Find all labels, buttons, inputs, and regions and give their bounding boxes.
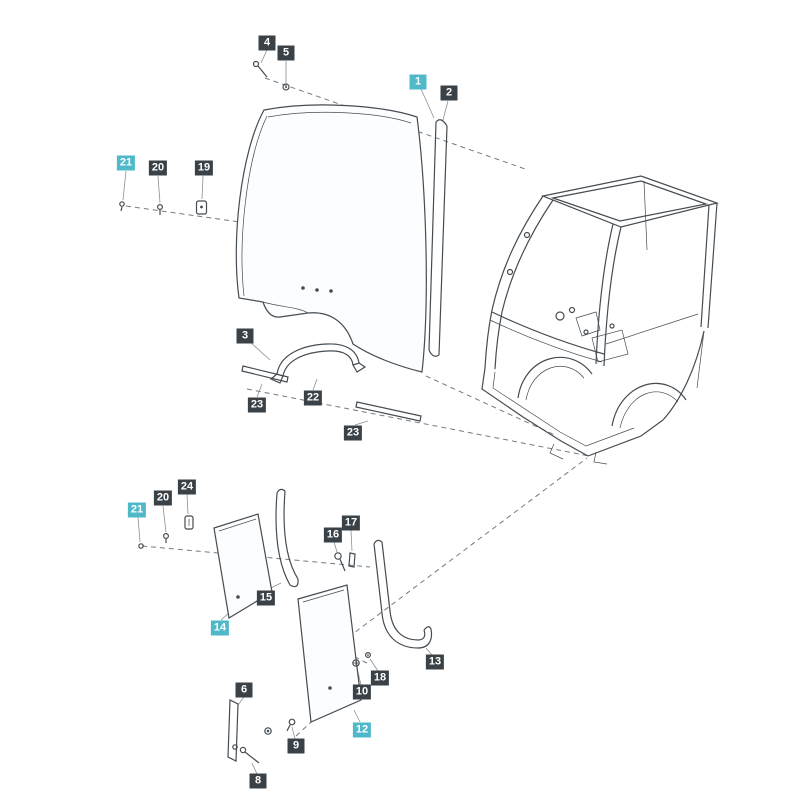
pin-17 [348, 552, 356, 568]
part-label-14-17[interactable]: 14 [210, 620, 230, 636]
windshield-seal-strip [428, 119, 448, 357]
part-label-20-5[interactable]: 20 [148, 160, 168, 176]
part-label-15-16[interactable]: 15 [256, 590, 276, 606]
fastener-rivet-20-top [157, 204, 164, 215]
part-label-23-10[interactable]: 23 [343, 425, 363, 441]
part-label-12-22[interactable]: 12 [352, 722, 372, 738]
part-label-24-11[interactable]: 24 [177, 479, 197, 495]
part-label-6-21[interactable]: 6 [235, 682, 253, 698]
part-label-21-13[interactable]: 21 [127, 502, 147, 518]
part-label-17-14[interactable]: 17 [341, 515, 361, 531]
fastener-rivet-21-top [119, 201, 125, 212]
grab-handle [269, 343, 367, 384]
part-label-10-20[interactable]: 10 [352, 684, 372, 700]
part-label-23-8[interactable]: 23 [247, 397, 267, 413]
part-label-4-0[interactable]: 4 [258, 35, 276, 51]
part-label-3-7[interactable]: 3 [236, 328, 254, 344]
trim-strip-upper [241, 365, 289, 383]
part-label-5-1[interactable]: 5 [277, 45, 295, 61]
part-label-8-24[interactable]: 8 [249, 773, 267, 789]
part-label-9-23[interactable]: 9 [287, 738, 305, 754]
bolt-16 [334, 552, 346, 572]
lower-glass-channel [373, 539, 433, 649]
windshield-glass [235, 104, 427, 373]
part-label-20-12[interactable]: 20 [153, 490, 173, 506]
grommet-18 [365, 651, 372, 658]
part-label-16-15[interactable]: 16 [323, 527, 343, 543]
clip-19 [195, 200, 208, 215]
fastener-grommet-5 [282, 83, 290, 91]
lower-door-glass [297, 584, 362, 723]
fastener-rivet-21-bottom [138, 543, 144, 549]
clip-24 [184, 515, 194, 530]
part-label-22-9[interactable]: 22 [303, 390, 323, 406]
upper-glass-channel [275, 488, 299, 588]
screw-9 [286, 718, 296, 732]
part-label-1-2[interactable]: 1 [409, 74, 427, 90]
trim-strip-lower [355, 401, 422, 422]
cab-frame [481, 175, 720, 465]
bracket-6 [227, 699, 239, 762]
part-label-18-19[interactable]: 18 [370, 670, 390, 686]
part-label-19-6[interactable]: 19 [194, 160, 214, 176]
washer-9 [264, 727, 272, 735]
screw-8 [232, 744, 260, 764]
part-label-2-3[interactable]: 2 [440, 85, 458, 101]
screw-10 [352, 659, 360, 667]
part-label-21-4[interactable]: 21 [116, 155, 136, 171]
fastener-screw-4 [252, 60, 268, 78]
part-label-13-18[interactable]: 13 [425, 654, 445, 670]
fastener-rivet-20-bottom [163, 532, 170, 543]
